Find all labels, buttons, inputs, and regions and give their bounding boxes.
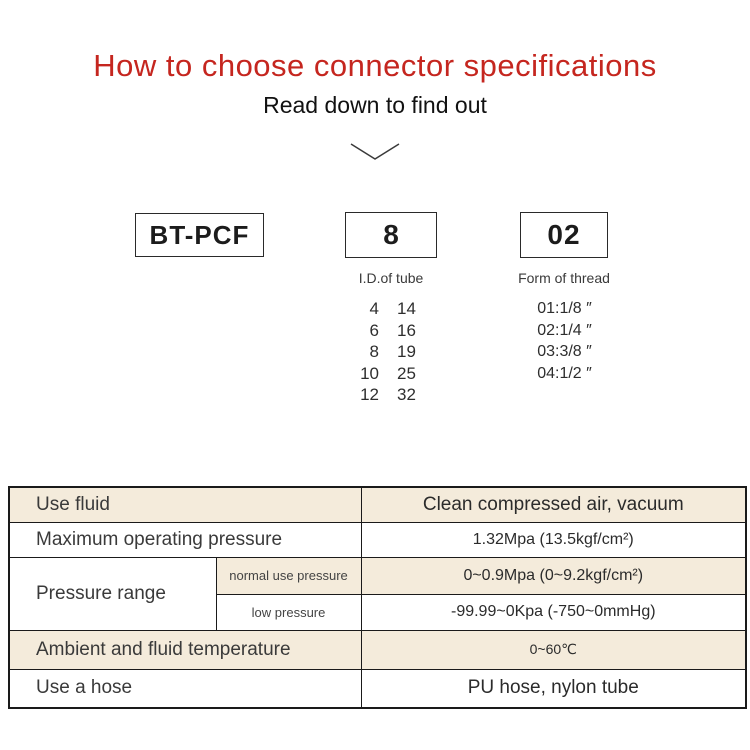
model-thread-label: 02 — [547, 219, 581, 250]
spec-label-pressure-range: Pressure range — [8, 556, 217, 631]
model-tube-label: 8 — [383, 219, 399, 250]
spec-label-temperature: Ambient and fluid temperature — [8, 629, 362, 670]
tube-size-cell: 10 — [360, 363, 379, 383]
spec-value-use-fluid: Clean compressed air, vacuum — [360, 486, 747, 523]
tube-size-table: 4 14 6 16 8 19 10 25 12 32 — [341, 298, 441, 406]
tube-size-cell: 32 — [397, 385, 416, 404]
spec-label-use-fluid: Use fluid — [8, 486, 362, 523]
thread-form-list: 01:1/8 ″ 02:1/4 ″ 03:3/8 ″ 04:1/2 ″ — [502, 298, 627, 384]
tube-size-cell: 8 — [369, 342, 379, 361]
model-prefix-box: BT-PCF — [135, 213, 264, 257]
tube-size-cell: 12 — [360, 385, 379, 404]
thread-form-item: 01:1/8 ″ — [537, 300, 592, 317]
tube-size-cell: 6 — [369, 320, 379, 340]
table-row: Pressure range normal use pressure 0~0.9… — [8, 556, 747, 631]
page-subtitle: Read down to find out — [263, 92, 487, 118]
thread-form-caption: Form of thread — [518, 270, 610, 286]
thread-form-item: 03:3/8 ″ — [537, 343, 592, 360]
spec-table: Use fluid Clean compressed air, vacuum M… — [8, 486, 748, 709]
tube-size-cell: 14 — [397, 299, 416, 318]
tube-size-cell: 25 — [397, 363, 416, 383]
spec-sublabel-normal-pressure: normal use pressure — [215, 556, 362, 595]
table-row: Maximum operating pressure 1.32Mpa (13.5… — [8, 521, 747, 558]
spec-value-normal-pressure: 0~0.9Mpa (0~9.2kgf/cm²) — [360, 556, 747, 595]
table-row: Use fluid Clean compressed air, vacuum — [8, 486, 747, 523]
tube-size-cell: 4 — [369, 299, 379, 318]
table-row: Ambient and fluid temperature 0~60℃ — [8, 629, 747, 670]
tube-size-cell: 19 — [397, 342, 416, 361]
spec-label-max-pressure: Maximum operating pressure — [8, 521, 362, 558]
thread-form-item: 02:1/4 ″ — [537, 321, 592, 339]
table-row: Use a hose PU hose, nylon tube — [8, 668, 747, 709]
table-row: low pressure -99.99~0Kpa (-750~0mmHg) — [9, 593, 747, 631]
model-thread-box: 02 — [520, 212, 608, 258]
page-title: How to choose connector specifications — [93, 48, 657, 83]
spec-label-hose: Use a hose — [8, 668, 362, 709]
spec-value-max-pressure: 1.32Mpa (13.5kgf/cm²) — [360, 521, 747, 558]
spec-value-hose: PU hose, nylon tube — [360, 668, 747, 709]
chevron-down-icon — [350, 143, 400, 160]
thread-form-item: 04:1/2 ″ — [537, 364, 592, 382]
model-tube-box: 8 — [345, 212, 437, 258]
tube-size-cell: 16 — [397, 320, 416, 340]
spec-value-temperature: 0~60℃ — [360, 629, 747, 670]
model-prefix-label: BT-PCF — [149, 219, 250, 250]
spec-sublabel-low-pressure: low pressure — [215, 593, 362, 631]
tube-size-caption: I.D.of tube — [358, 270, 424, 286]
spec-value-low-pressure: -99.99~0Kpa (-750~0mmHg) — [360, 593, 747, 631]
